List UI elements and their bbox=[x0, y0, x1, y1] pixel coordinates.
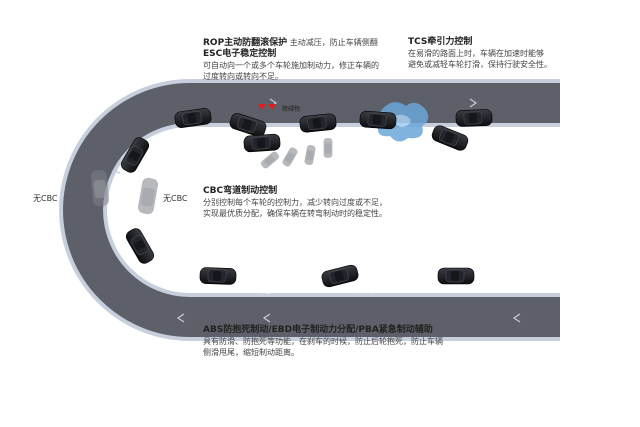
rop-title: ROP主动防翻滚保护 bbox=[203, 38, 288, 48]
car-top-mid bbox=[298, 112, 338, 134]
abs-block: ABS防抱死制动/EBD电子制动力分配/PBA紧急制动辅助 具有防滑、防抱死等功… bbox=[203, 325, 483, 358]
cbc-line-2: 实现最优质分配，确保车辆在转弯制动时的稳定性。 bbox=[203, 209, 387, 218]
car-top-tcs bbox=[358, 110, 398, 130]
road-surface bbox=[63, 83, 560, 337]
rop-line-1: 可自动向一个或多个车轮施加制动力，修正车辆的 bbox=[203, 61, 379, 70]
no-cbc-outer-label: 无CBC bbox=[33, 194, 58, 203]
abs-title: ABS防抱死制动/EBD电子制动力分配/PBA紧急制动辅助 bbox=[203, 325, 433, 335]
car-top-right bbox=[455, 108, 493, 128]
tcs-title: TCS牵引力控制 bbox=[408, 37, 473, 47]
car-bottom-mid bbox=[320, 263, 360, 289]
cbc-block: CBC弯道制动控制 分别控制每个车轮的控制力，减少转向过度或不足， 实现最优质分… bbox=[203, 186, 433, 219]
car-bottom-right bbox=[437, 267, 475, 285]
car-near-obstacle bbox=[242, 133, 282, 153]
rop-block: ROP主动防翻滚保护 主动减压，防止车辆侧翻 ESC电子稳定控制 可自动向一个或… bbox=[203, 37, 403, 82]
tcs-line-1: 在易滑的路面上时，车辆在加速时能够 bbox=[408, 49, 544, 58]
cbc-line-1: 分别控制每个车轮的控制力，减少转向过度或不足， bbox=[203, 198, 387, 207]
abs-line-2: 侧滑甩尾，缩短制动距离。 bbox=[203, 348, 299, 357]
no-cbc-inner-label: 无CBC bbox=[163, 194, 188, 203]
obstacle-label: 障碍物 bbox=[282, 105, 300, 113]
car-top-right-skid bbox=[429, 123, 471, 153]
decel-label: 减速 bbox=[258, 287, 270, 295]
ghost-car-3 bbox=[303, 144, 317, 166]
esc-title: ESC电子稳定控制 bbox=[203, 49, 277, 59]
cbc-title: CBC弯道制动控制 bbox=[203, 186, 278, 196]
rop-title-suffix: 主动减压，防止车辆侧翻 bbox=[289, 38, 378, 47]
abs-line-1: 具有防滑、防抱死等功能，在刹车的时候，防止后轮抱死，防止车辆 bbox=[203, 337, 443, 346]
rop-line-2: 过度转向或转向不足。 bbox=[203, 72, 283, 81]
car-bottom-left bbox=[199, 266, 237, 286]
car-curve-lower bbox=[123, 225, 157, 267]
brake-force-label: 刹车力 bbox=[355, 287, 373, 295]
car-curve-inner-ghost bbox=[136, 176, 160, 216]
ghost-car-2 bbox=[281, 146, 299, 168]
car-curve-outer-ghost bbox=[90, 169, 110, 207]
obstacle-marker bbox=[258, 104, 276, 110]
tcs-line-2: 避免或减轻车轮打滑，保持行驶安全性。 bbox=[408, 60, 552, 69]
tcs-block: TCS牵引力控制 在易滑的路面上时，车辆在加速时能够 避免或减轻车轮打滑，保持行… bbox=[408, 37, 588, 70]
water-splash bbox=[374, 102, 429, 142]
ghost-car-4 bbox=[323, 138, 333, 158]
ghost-car-1 bbox=[259, 150, 281, 170]
